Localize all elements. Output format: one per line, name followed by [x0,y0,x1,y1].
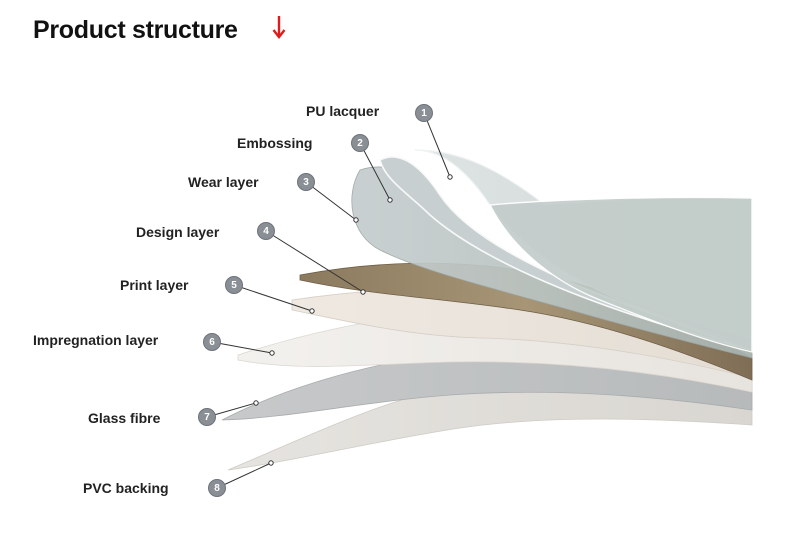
badge-8: 8 [208,479,226,497]
label-impregnation-layer: Impregnation layer [33,332,158,348]
badge-6: 6 [203,333,221,351]
badge-3: 3 [297,173,315,191]
label-pu-lacquer: PU lacquer [306,103,379,119]
badge-1: 1 [415,104,433,122]
badge-7: 7 [198,408,216,426]
badge-5: 5 [225,276,243,294]
label-wear-layer: Wear layer [188,174,259,190]
badge-2: 2 [351,134,369,152]
badge-4: 4 [257,222,275,240]
label-pvc-backing: PVC backing [83,480,169,496]
label-design-layer: Design layer [136,224,219,240]
label-print-layer: Print layer [120,277,188,293]
label-glass-fibre: Glass fibre [88,410,160,426]
label-embossing: Embossing [237,135,312,151]
